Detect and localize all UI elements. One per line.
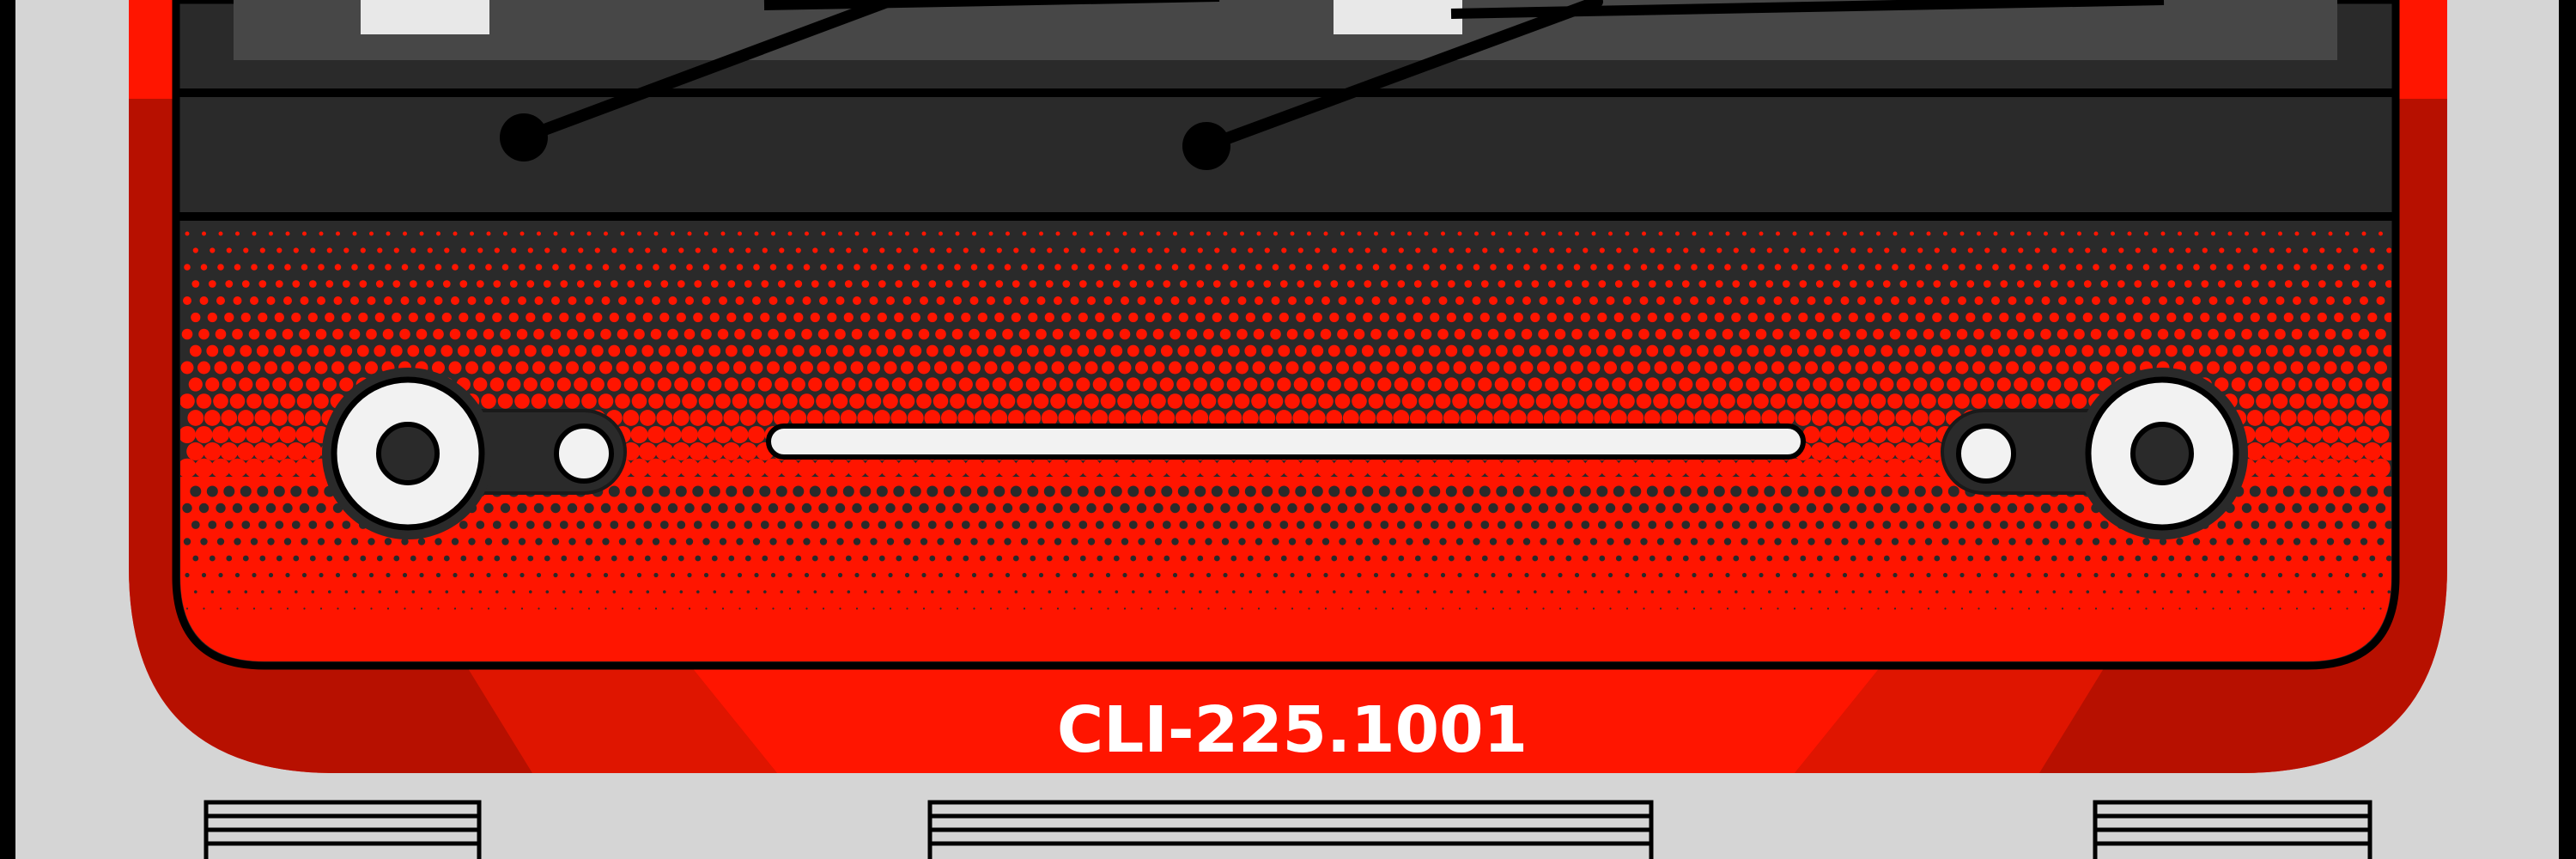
headlight-ring-icon: [322, 368, 494, 539]
headlight-ring-icon: [2076, 368, 2248, 539]
vehicle-id-label: CLI-225.1001: [1057, 693, 1528, 767]
windshield-sticker-left: [361, 0, 489, 34]
vent-right: [2093, 800, 2372, 859]
marker-light-left: [554, 423, 614, 484]
vent-left: [204, 800, 482, 859]
grille-red-band: [180, 477, 2391, 661]
vent-center: [927, 800, 1654, 859]
windshield-sticker-right: [1334, 0, 1462, 34]
windshield: [234, 0, 2337, 60]
center-light-strip: [766, 423, 1806, 460]
wiper-arm-icon: [500, 0, 1220, 161]
wiper-arm-icon: [1182, 0, 2165, 170]
marker-light-right: [1956, 423, 2016, 484]
